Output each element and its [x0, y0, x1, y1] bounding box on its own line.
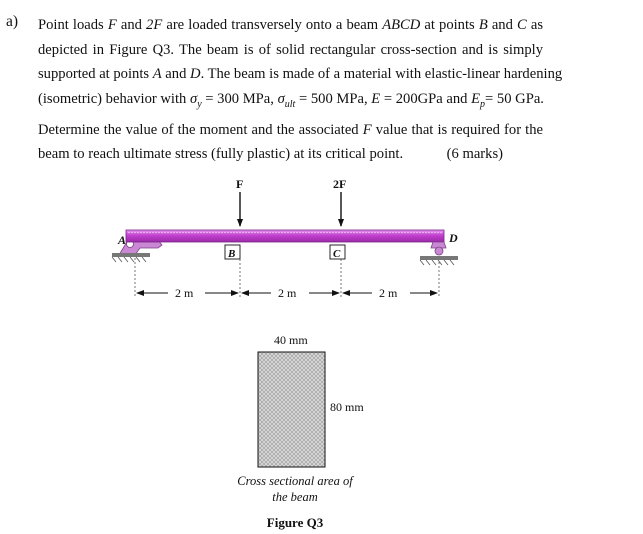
- caption-line-2: the beam: [272, 490, 317, 504]
- load-f: F: [236, 177, 243, 227]
- marks-label: (6 marks): [446, 146, 503, 163]
- figure-title: Figure Q3: [267, 515, 324, 530]
- section-width-label: 40 mm: [274, 333, 308, 347]
- section-height-label: 80 mm: [330, 400, 364, 414]
- span-bc: 2 m: [241, 286, 340, 300]
- point-b-marker: [224, 244, 241, 260]
- question-line: Point loads F and 2F are loaded transver…: [38, 17, 544, 33]
- point-c-label: C: [333, 248, 341, 260]
- beam: [125, 229, 445, 243]
- load-2f-label: 2F: [333, 177, 346, 191]
- point-d-label: D: [448, 231, 458, 245]
- point-c-marker: [329, 244, 346, 260]
- span-cd-label: 2 m: [379, 286, 398, 300]
- question-line: beam to reach ultimate stress (fully pla…: [38, 142, 543, 167]
- question-label: a): [6, 13, 19, 30]
- support-d: [419, 241, 458, 266]
- point-a-label: A: [117, 233, 126, 247]
- question-line: supported at points A and D. The beam is…: [38, 66, 563, 83]
- dimension-guides: [134, 258, 440, 298]
- question-text: Point loads F and 2F are loaded transver…: [38, 13, 563, 167]
- point-b-label: B: [227, 248, 235, 260]
- load-2f: 2F: [333, 177, 346, 227]
- span-ab-label: 2 m: [175, 286, 194, 300]
- question-line: depicted in Figure Q3. The beam is of so…: [38, 41, 543, 58]
- cross-section: [257, 351, 326, 468]
- question-line: (isometric) behavior with σy = 300 MPa, …: [38, 91, 544, 111]
- question-line: Determine the value of the moment and th…: [38, 121, 543, 138]
- span-bc-label: 2 m: [278, 286, 297, 300]
- load-f-label: F: [236, 177, 243, 191]
- span-ab: 2 m: [136, 286, 239, 300]
- caption-line-1: Cross sectional area of: [237, 474, 354, 488]
- span-cd: 2 m: [342, 286, 438, 300]
